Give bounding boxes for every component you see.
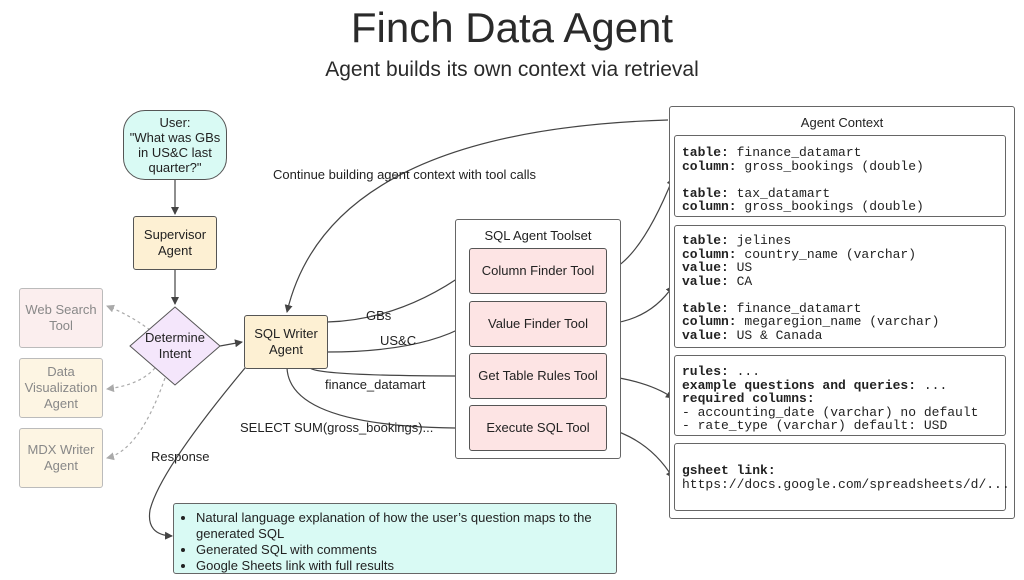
edge-finance <box>309 367 468 380</box>
context-value: - accounting_date (varchar) no default <box>682 404 979 420</box>
edge-response <box>148 367 246 540</box>
edge-intent-mdx <box>106 377 166 461</box>
context-line: value: US <box>682 261 1005 275</box>
context-line: table: jelines <box>682 234 1005 248</box>
response-item: Natural language explanation of how the … <box>196 510 606 542</box>
context-value: - rate_type (varchar) default: USD <box>682 418 948 433</box>
value-finder-tool: Value Finder Tool <box>469 301 607 347</box>
context-line: value: US & Canada <box>682 327 1005 343</box>
user-node: User: "What was GBs in US&C last quarter… <box>123 110 227 180</box>
context-line <box>682 288 1005 302</box>
edge-label-finance: finance_datamart <box>325 377 426 392</box>
context-box-rules: rules: ...example questions and queries:… <box>674 355 1006 436</box>
edge-intent-sqlwriter <box>219 339 243 348</box>
edge-label-usc: US&C <box>380 333 417 348</box>
data-visualization-agent-node: Data Visualization Agent <box>19 358 103 418</box>
sql-writer-agent-node: SQL Writer Agent <box>244 315 328 369</box>
edge-label-select: SELECT SUM(gross_bookings)... <box>240 420 434 435</box>
response-item: Google Sheets link with full results <box>196 558 606 574</box>
context-value: country_name (varchar) <box>736 246 917 262</box>
edge-select <box>286 367 468 432</box>
context-value: US & Canada <box>728 327 823 343</box>
context-value: gross_bookings (double) <box>736 199 924 214</box>
column-finder-tool: Column Finder Tool <box>469 248 607 294</box>
edge-intent-dataviz <box>106 367 156 393</box>
context-line: gsheet link: <box>682 464 1005 478</box>
edge-continue <box>284 119 669 313</box>
context-value: US <box>728 260 753 275</box>
mdx-writer-agent-node: MDX Writer Agent <box>19 428 103 488</box>
context-key: table: <box>682 300 729 316</box>
edge-label-continue: Continue building agent context with too… <box>273 167 537 182</box>
context-value: finance_datamart <box>728 300 862 316</box>
get-table-rules-tool: Get Table Rules Tool <box>469 353 607 399</box>
context-box-gsheet: gsheet link:https://docs.google.com/spre… <box>674 443 1010 511</box>
context-key: table: <box>682 145 729 160</box>
determine-intent-label: Determine Intent <box>145 330 205 361</box>
agent-context-title: Agent Context <box>800 115 884 130</box>
context-key: value: <box>682 327 729 343</box>
context-key: value: <box>682 260 729 275</box>
context-value: ... <box>916 377 948 393</box>
toolset-title: SQL Agent Toolset <box>484 228 592 243</box>
edge-intent-websearch <box>106 304 151 331</box>
supervisor-agent-node: Supervisor Agent <box>133 216 217 270</box>
context-value: gross_bookings (double) <box>736 158 924 174</box>
response-item: Generated SQL with comments <box>196 542 606 558</box>
web-search-tool-node: Web Search Tool <box>19 288 103 348</box>
context-key: required columns: <box>682 391 815 406</box>
context-key: example questions and queries: <box>682 377 917 393</box>
context-line: required columns: <box>682 392 1005 406</box>
context-line: https://docs.google.com/spreadsheets/d/.… <box>682 477 1010 492</box>
context-value: https://docs.google.com/spreadsheets/d/.… <box>682 476 1010 492</box>
context-line: value: CA <box>682 273 1005 289</box>
context-key: rules: <box>682 364 729 379</box>
context-line: rules: ... <box>682 365 1005 379</box>
context-key: column: <box>682 199 737 214</box>
context-line: column: megaregion_name (varchar) <box>682 315 1005 329</box>
context-key: column: <box>682 314 737 329</box>
context-line: example questions and queries: ... <box>682 377 1005 393</box>
context-value: jelines <box>728 233 792 248</box>
determine-intent-diamond <box>129 306 221 386</box>
context-line: table: finance_datamart <box>682 146 1005 160</box>
context-value: tax_datamart <box>728 185 831 201</box>
edge-label-response: Response <box>151 449 210 464</box>
page-title: Finch Data Agent <box>350 4 674 51</box>
context-value: finance_datamart <box>728 145 862 160</box>
context-line: column: country_name (varchar) <box>682 246 1005 262</box>
response-list: Natural language explanation of how the … <box>184 510 606 574</box>
context-line: - accounting_date (varchar) no default <box>682 404 1005 420</box>
edge-gbs <box>326 271 468 323</box>
context-key: column: <box>682 246 737 262</box>
context-value: ... <box>728 364 761 379</box>
context-line <box>682 173 1005 187</box>
response-box: Natural language explanation of how the … <box>173 503 617 574</box>
context-line: table: finance_datamart <box>682 300 1005 316</box>
context-key: table: <box>682 185 729 201</box>
edge-label-gbs: GBs <box>366 308 392 323</box>
page-subtitle: Agent builds its own context via retriev… <box>325 58 699 81</box>
context-line: table: tax_datamart <box>682 185 1005 201</box>
context-key: table: <box>682 233 729 248</box>
context-key: column: <box>682 158 737 174</box>
context-line: column: gross_bookings (double) <box>682 158 1005 174</box>
context-key: value: <box>682 273 729 289</box>
context-line: - rate_type (varchar) default: USD <box>682 419 1005 433</box>
context-value: megaregion_name (varchar) <box>736 314 940 329</box>
context-line: column: gross_bookings (double) <box>682 200 1005 214</box>
execute-sql-tool: Execute SQL Tool <box>469 405 607 451</box>
context-value: CA <box>728 273 753 289</box>
context-key: gsheet link: <box>682 463 776 478</box>
